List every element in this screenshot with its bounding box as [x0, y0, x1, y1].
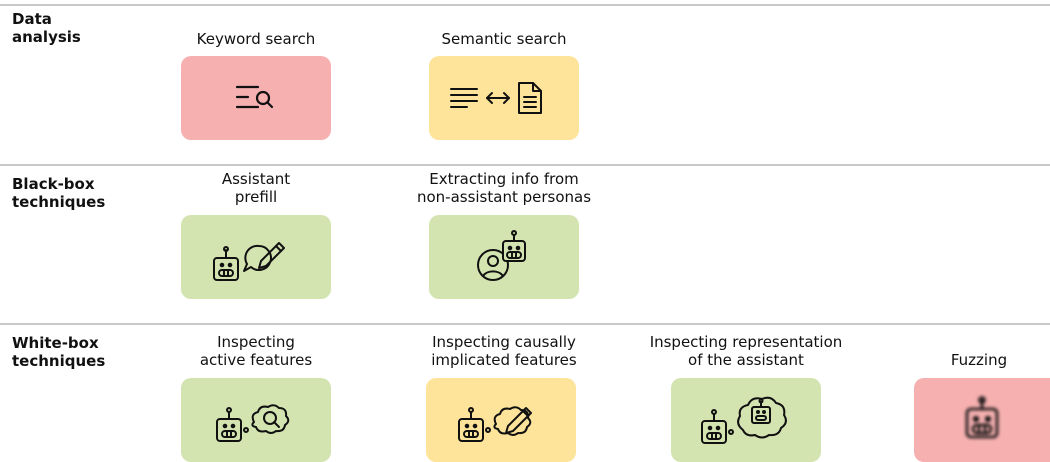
item-extracting-info: Extracting info from non-assistant perso…: [417, 170, 591, 206]
blurred-robot-icon: [965, 396, 999, 439]
card-inspecting-causal-features: [426, 378, 576, 462]
item-inspecting-representation: Inspecting representation of the assista…: [650, 333, 843, 369]
card-assistant-prefill: [181, 215, 331, 299]
robot-thought-robot-icon: [701, 396, 787, 444]
card-inspecting-representation: [671, 378, 821, 462]
card-fuzzing: [914, 378, 1050, 462]
item-title: Extracting info from non-assistant perso…: [416, 170, 592, 206]
card-extracting-info: [429, 215, 579, 299]
item-title: Fuzzing: [950, 351, 1008, 369]
item-keyword-search: Keyword search: [176, 12, 336, 48]
row-divider: [0, 323, 1050, 325]
keyword-search-icon: [235, 85, 274, 109]
item-inspecting-active-features: Inspecting active features: [176, 333, 336, 369]
item-title: Inspecting causally implicated features: [431, 333, 577, 369]
card-semantic-search: [429, 56, 579, 140]
row-divider: [0, 164, 1050, 166]
item-title: Inspecting representation of the assista…: [649, 333, 843, 369]
row-divider: [0, 4, 1050, 6]
card-inspecting-active-features: [181, 378, 331, 462]
item-title: Assistant prefill: [221, 170, 291, 206]
user-robot-icon: [477, 230, 526, 281]
robot-thought-edit-icon: [458, 406, 532, 442]
card-keyword-search: [181, 56, 331, 140]
robot-thought-search-icon: [216, 404, 290, 442]
row-label-white-box: White-box techniques: [12, 334, 106, 370]
semantic-search-icon: [450, 82, 542, 114]
item-inspecting-causal-features: Inspecting causally implicated features: [424, 333, 584, 369]
item-semantic-search: Semantic search: [424, 12, 584, 48]
item-assistant-prefill: Assistant prefill: [176, 170, 336, 206]
item-fuzzing: Fuzzing: [908, 333, 1050, 369]
row-label-data-analysis: Data analysis: [12, 10, 81, 46]
item-title: Keyword search: [196, 30, 316, 48]
item-title: Semantic search: [441, 30, 567, 48]
robot-edit-bubble-icon: [213, 242, 285, 281]
row-label-black-box: Black-box techniques: [12, 175, 106, 211]
item-title: Inspecting active features: [199, 333, 313, 369]
